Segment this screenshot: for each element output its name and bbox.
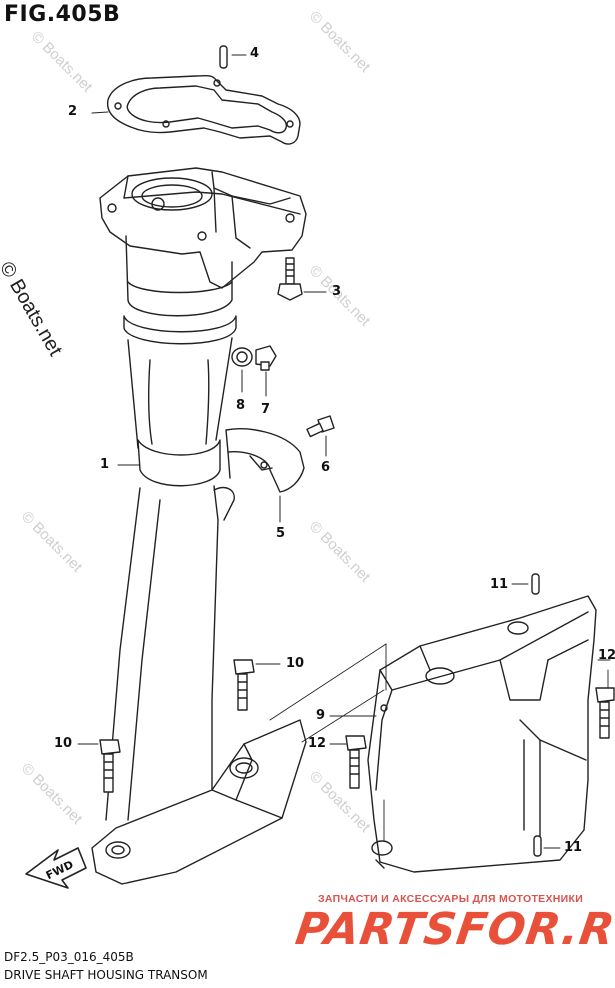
part-7-plug [255, 345, 277, 397]
part-5-clamp [225, 428, 305, 523]
part-11-pin-lower [533, 835, 561, 857]
callout-11-lower: 11 [564, 840, 583, 855]
part-10-bolt-upper [233, 659, 281, 711]
callout-12-left: 12 [308, 736, 327, 751]
callout-6: 6 [321, 460, 331, 475]
part-10-bolt-lower [77, 739, 121, 793]
fwd-arrow-icon [25, 847, 87, 889]
callout-3: 3 [332, 284, 342, 299]
part-4-pin [219, 45, 247, 69]
part-2-gasket [91, 74, 301, 145]
callout-12-right: 12 [598, 648, 615, 663]
part-12-bolt-left [329, 735, 367, 789]
part-6-bolt [306, 415, 335, 457]
callout-5: 5 [276, 526, 286, 541]
callout-10-upper: 10 [286, 656, 305, 671]
callout-7: 7 [261, 402, 271, 417]
callout-10-lower: 10 [54, 736, 73, 751]
part-9-cover [329, 595, 597, 873]
callout-9: 9 [316, 708, 326, 723]
part-12-bolt-right [595, 687, 615, 739]
callout-1: 1 [100, 457, 110, 472]
callout-8: 8 [236, 398, 246, 413]
part-3-bolt [277, 257, 327, 301]
part-11-pin-upper [511, 573, 540, 595]
callout-4: 4 [250, 46, 260, 61]
footer-caption: DRIVE SHAFT HOUSING TRANSOM [4, 968, 208, 982]
footer-code: DF2.5_P03_016_405B [4, 950, 134, 964]
callout-11-upper: 11 [490, 577, 509, 592]
callout-2: 2 [68, 104, 78, 119]
part-1-housing [91, 167, 307, 885]
brand-logo-text: PARTSFOR.RU [292, 904, 615, 955]
part-8-washer [231, 347, 253, 393]
figure-title: FIG.405B [4, 2, 121, 27]
brand-tagline: ЗАПЧАСТИ И АКСЕССУАРЫ ДЛЯ МОТОТЕХНИКИ [318, 893, 584, 905]
